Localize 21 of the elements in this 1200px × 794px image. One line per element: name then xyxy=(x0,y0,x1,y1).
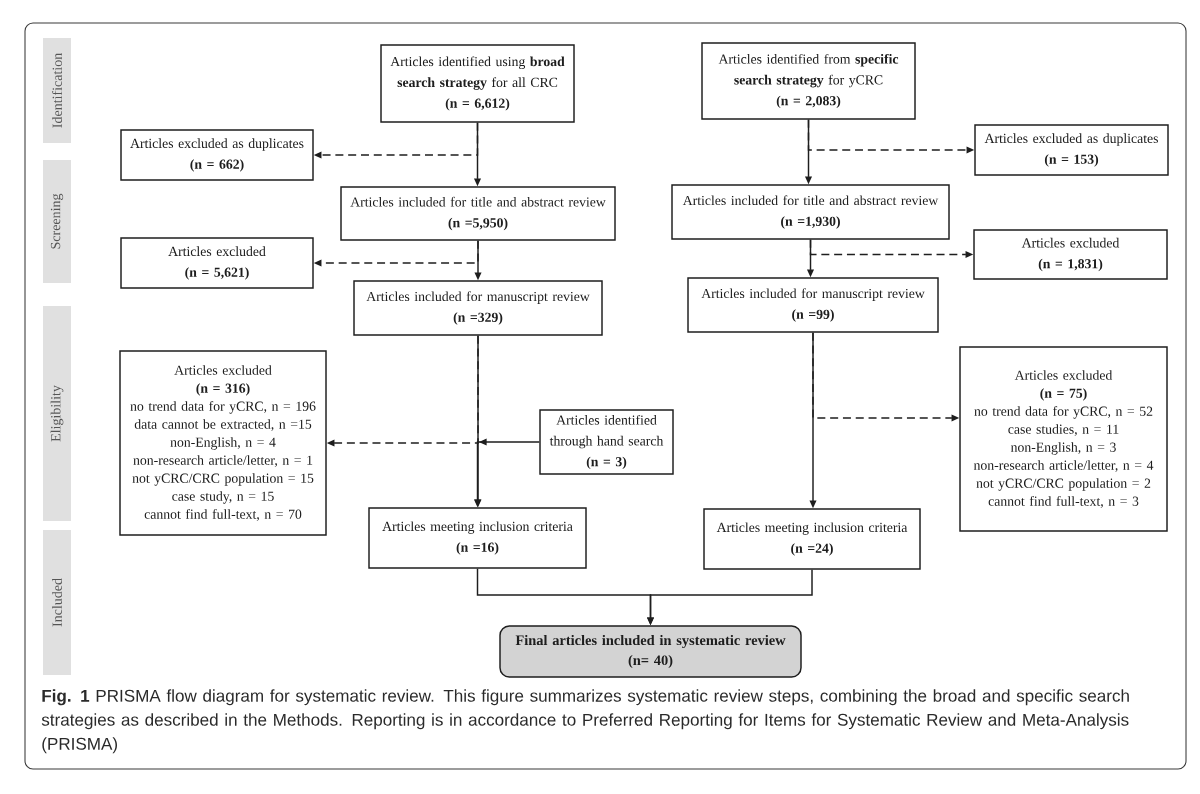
process-box: Articles excluded (n = 75) no trend data for yCRC, n = 52 case studies, n = 11 non-English, n = 3 non-research article/letter, n = 4 not yCRC/CRC population = 2 cannot find full-text, n = 3 xyxy=(959,346,1168,532)
stage-band: Identification xyxy=(43,38,71,143)
process-box: Articles identified using broad search strategy for all CRC (n = 6,612) xyxy=(380,44,575,123)
caption: Fig. 1 PRISMA flow diagram for systematic review. This figure summarizes systematic review steps, combining the broad and specific search strategies as described in the Methods. Reporting is in accordance to Preferred Reporting for Items for Systematic Review and Meta-Analysis (PRISMA) xyxy=(41,689,1129,754)
process-box: Articles included for manuscript review (n =329) xyxy=(353,280,603,336)
rounded-box: Final articles included in systematic review (n= 40) xyxy=(499,625,802,678)
process-box: Articles meeting inclusion criteria (n =24) xyxy=(703,508,921,570)
stage-band: Included xyxy=(43,530,71,675)
process-box: Articles included for manuscript review (n =99) xyxy=(687,277,939,333)
process-box: Articles excluded as duplicates (n = 662) xyxy=(120,129,314,181)
process-box: Articles identified from specific search strategy for yCRC (n = 2,083) xyxy=(701,42,916,120)
process-box: Articles identified through hand search (n = 3) xyxy=(539,409,674,475)
stage-band: Screening xyxy=(43,160,71,283)
process-box: Articles included for title and abstract review (n =1,930) xyxy=(671,184,950,240)
process-box: Articles included for title and abstract review (n =5,950) xyxy=(340,186,616,241)
process-box: Articles excluded (n = 1,831) xyxy=(973,229,1168,280)
process-box: Articles excluded as duplicates (n = 153) xyxy=(974,124,1169,176)
stage-band: Eligibility xyxy=(43,306,71,521)
process-box: Articles excluded (n = 316) no trend data for yCRC, n = 196 data cannot be extracted, n =15 non-English, n = 4 non-research article/letter, n = 1 not yCRC/CRC population = 15 case study, n = 15 cannot find full-text, n = 70 xyxy=(119,350,327,536)
process-box: Articles excluded (n = 5,621) xyxy=(120,237,314,289)
process-box: Articles meeting inclusion criteria (n =16) xyxy=(368,507,587,569)
